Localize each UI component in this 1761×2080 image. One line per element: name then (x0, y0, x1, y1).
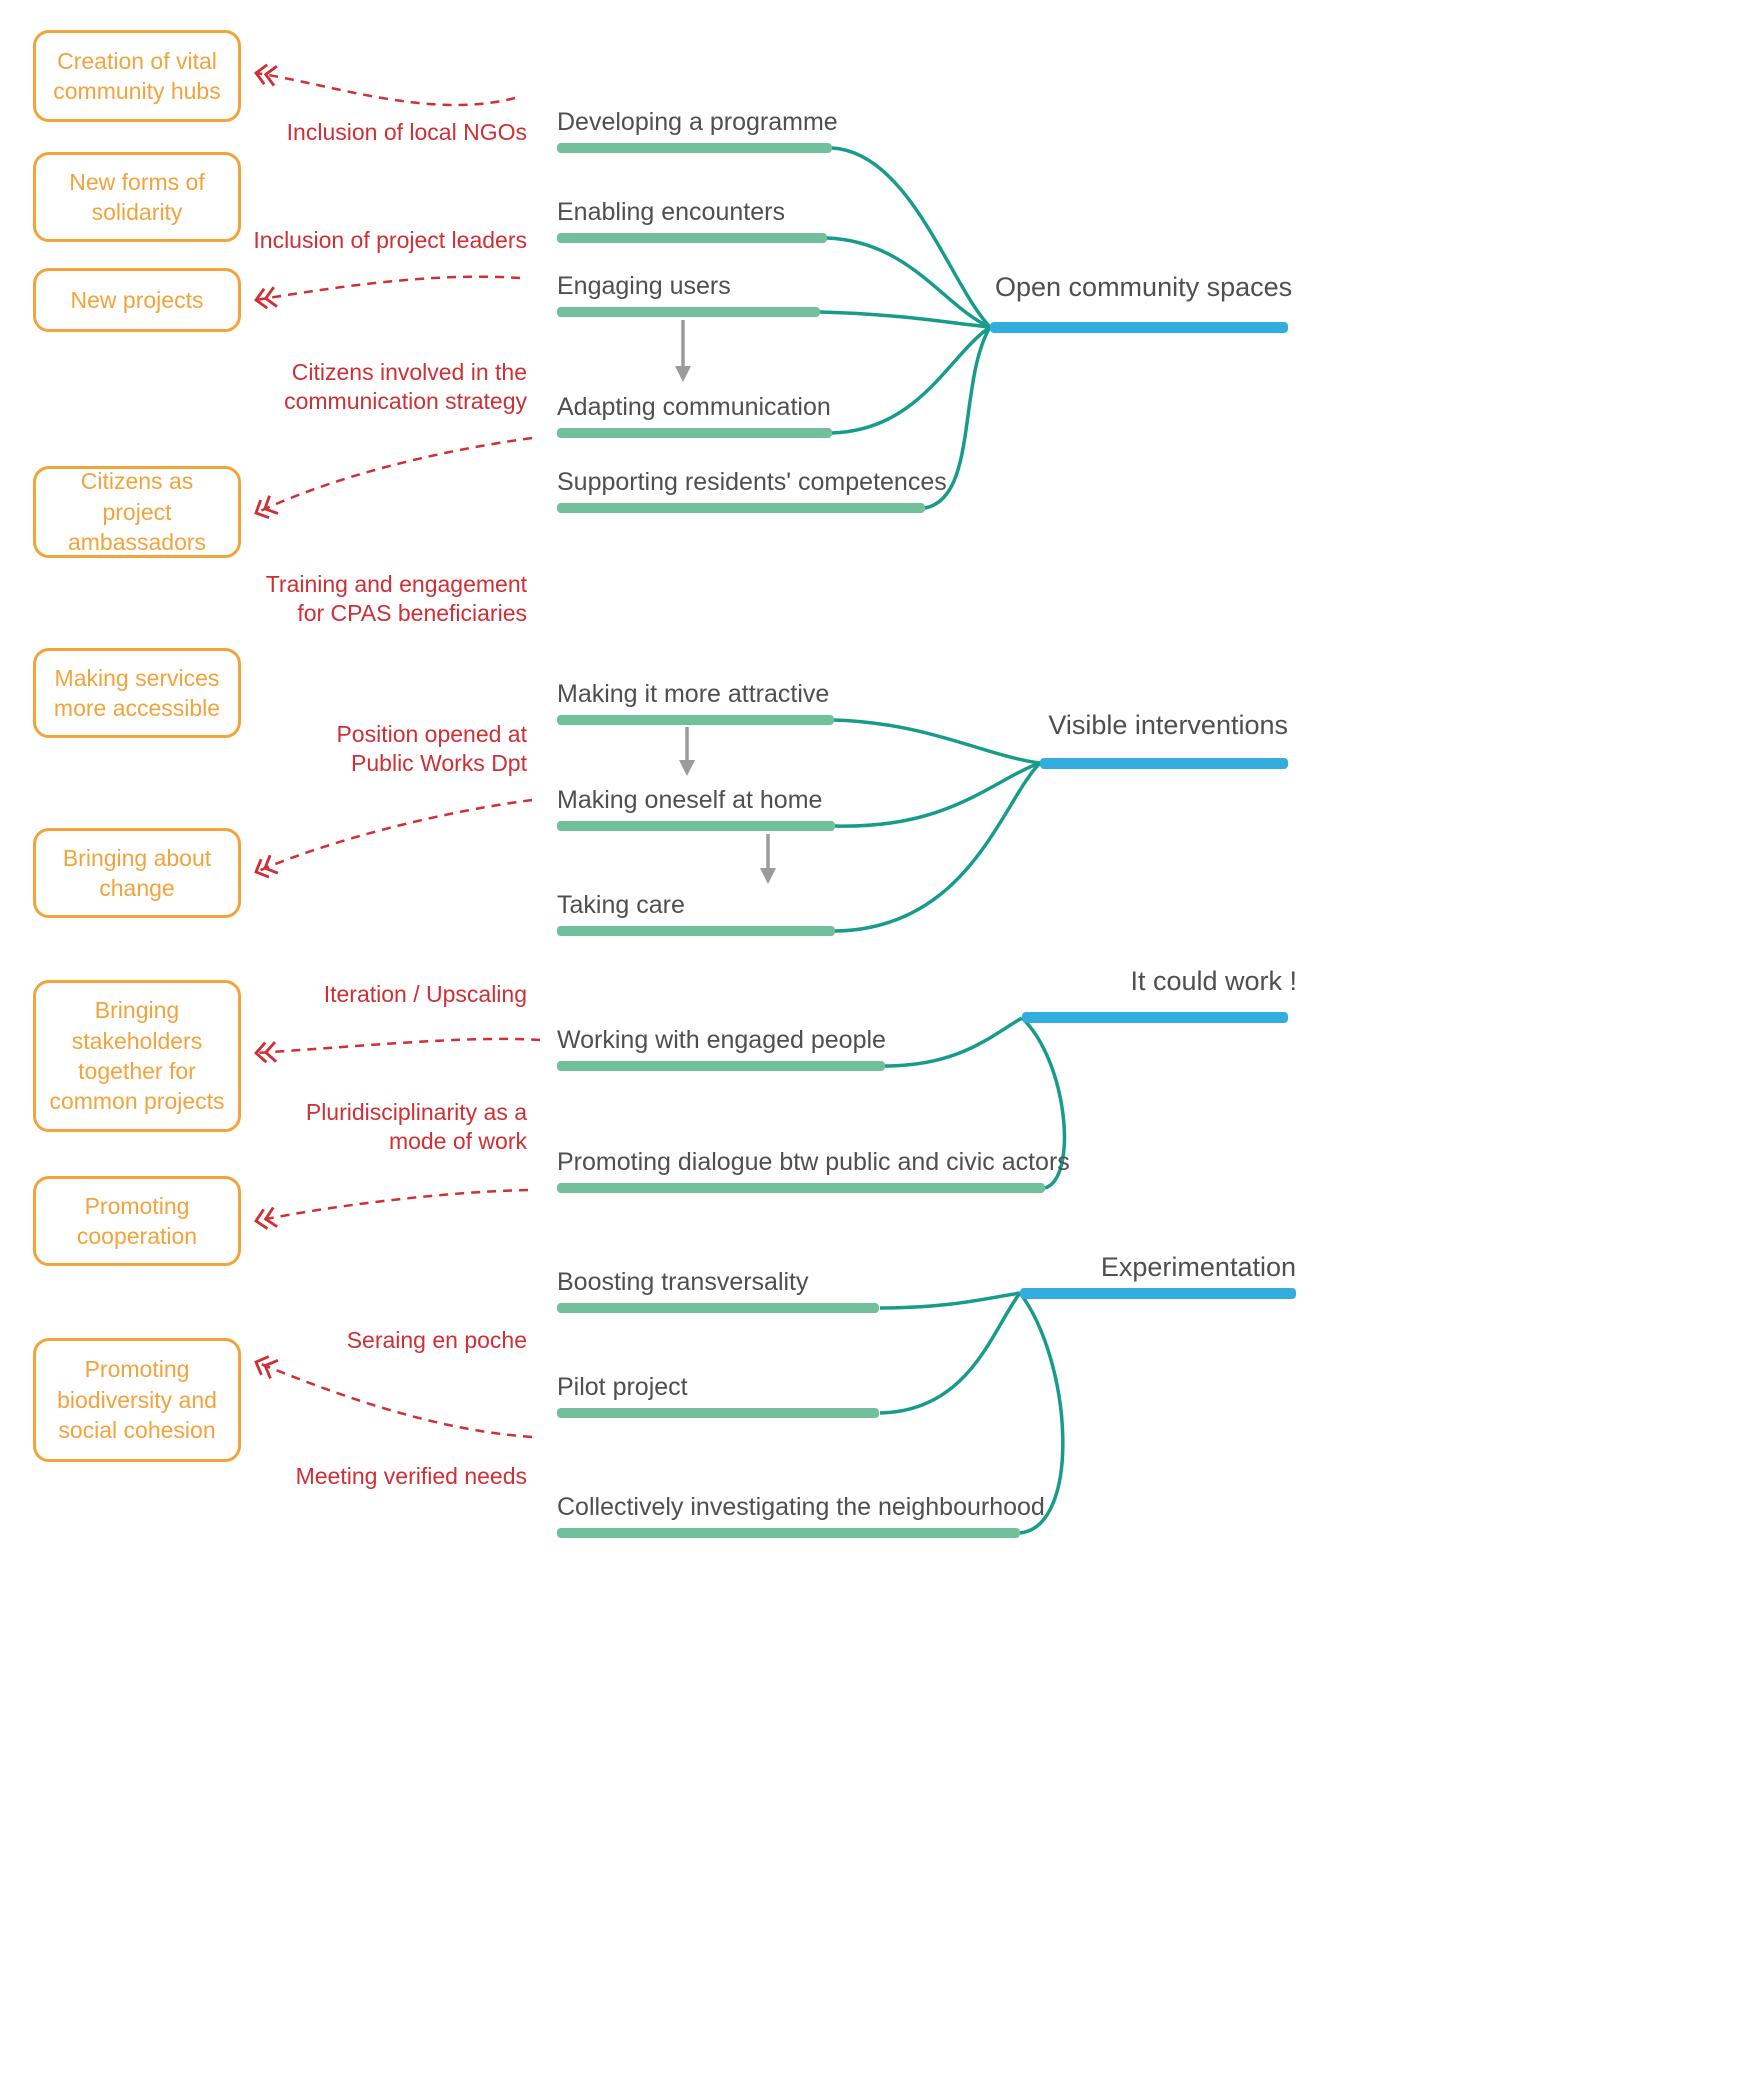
teal-connector (834, 761, 1041, 828)
outcome-box: New forms of solidarity (33, 152, 241, 242)
outcome-box-label: New forms of solidarity (69, 168, 205, 225)
red-dashed-connector (254, 1188, 529, 1230)
outcome-box: Creation of vital community hubs (33, 30, 241, 122)
red-dashed-connector (253, 1037, 541, 1064)
action-item: Enabling encounters (557, 198, 827, 243)
action-item: Collectively investigating the neighbour… (557, 1493, 1045, 1538)
red-dashed-connector (254, 798, 533, 879)
theme-underline (1040, 758, 1288, 769)
theme-title: Visible interventions (1048, 710, 1288, 740)
action-label: Enabling encounters (557, 198, 785, 226)
action-label: Supporting residents' competences (557, 468, 947, 496)
theme-underline (1022, 1012, 1288, 1023)
action-item: Promoting dialogue btw public and civic … (557, 1148, 1070, 1193)
action-label: Making it more attractive (557, 680, 830, 708)
outcome-box-label: Bringing about change (62, 844, 212, 901)
action-label: Making oneself at home (557, 786, 823, 814)
outcome-box: Making services more accessible (33, 648, 241, 738)
action-underline (557, 1061, 885, 1071)
action-label: Promoting dialogue btw public and civic … (557, 1148, 1070, 1176)
action-label: Engaging users (557, 272, 731, 300)
transfer-label: Pluridisciplinarity as a mode of work (305, 1099, 527, 1155)
outcome-box: Bringing stakeholders together for commo… (33, 980, 241, 1132)
action-underline (557, 821, 835, 831)
outcome-box-label: Bringing stakeholders together for commo… (49, 997, 225, 1115)
action-label: Pilot project (557, 1373, 688, 1401)
action-item: Taking care (557, 891, 835, 936)
outcome-box-label: New projects (70, 286, 204, 313)
action-item: Pilot project (557, 1373, 879, 1418)
theme-title: It could work ! (1130, 966, 1297, 996)
teal-connector (834, 761, 1042, 933)
red-dashed-connector (254, 1355, 533, 1439)
action-underline (557, 1183, 1045, 1193)
action-item: Working with engaged people (557, 1026, 886, 1071)
red-dashed-connector (254, 63, 516, 107)
action-item: Making it more attractive (557, 680, 834, 725)
action-label: Taking care (557, 891, 685, 919)
action-item: Adapting communication (557, 393, 832, 438)
transfer-label: Seraing en poche (346, 1327, 527, 1353)
transfer-label: Position opened at Public Works Dpt (336, 721, 527, 777)
red-dashed-connector (254, 436, 533, 520)
teal-connector (879, 1291, 1021, 1310)
outcome-box: New projects (33, 268, 241, 332)
action-label: Boosting transversality (557, 1268, 809, 1296)
outcome-box-label: Promoting biodiversity and social cohesi… (57, 1356, 217, 1444)
transfer-label: Citizens involved in the communication s… (284, 359, 527, 415)
action-item: Making oneself at home (557, 786, 835, 831)
action-item: Engaging users (557, 272, 820, 317)
action-underline (557, 1528, 1020, 1538)
theme-underline (1020, 1288, 1296, 1299)
action-item: Supporting residents' competences (557, 468, 947, 513)
action-label: Collectively investigating the neighbour… (557, 1493, 1045, 1521)
outcome-box: Promoting biodiversity and social cohesi… (33, 1338, 241, 1462)
outcome-box: Bringing about change (33, 828, 241, 918)
action-underline (557, 503, 925, 513)
outcome-box-label: Promoting cooperation (76, 1192, 198, 1249)
teal-connector (831, 325, 991, 435)
transfer-label: Iteration / Upscaling (323, 981, 527, 1007)
transfer-label: Inclusion of local NGOs (286, 119, 527, 145)
teal-connector (826, 236, 991, 329)
teal-connectors (819, 146, 1067, 1535)
action-item: Developing a programme (557, 108, 838, 153)
action-label: Adapting communication (557, 393, 831, 421)
outcome-box: Promoting cooperation (33, 1176, 241, 1266)
teal-connector (831, 146, 992, 329)
action-item: Boosting transversality (557, 1268, 879, 1313)
transfer-label: Meeting verified needs (295, 1463, 527, 1489)
action-underline (557, 1408, 879, 1418)
theme-title: Open community spaces (995, 272, 1293, 302)
outcome-box-label: Making services more accessible (53, 664, 221, 721)
outcome-box: Citizens as project ambassadors (33, 466, 241, 558)
action-label: Developing a programme (557, 108, 838, 136)
action-underline (557, 926, 835, 936)
theme-title: Experimentation (1100, 1252, 1296, 1282)
teal-connector (879, 1291, 1022, 1415)
action-underline (557, 143, 832, 153)
outcome-box-label: Creation of vital community hubs (53, 47, 221, 104)
action-underline (557, 715, 834, 725)
action-underline (557, 233, 827, 243)
action-underline (557, 1303, 879, 1313)
action-label: Working with engaged people (557, 1026, 886, 1054)
teal-connector (884, 1016, 1023, 1068)
action-underline (557, 428, 832, 438)
teal-connector (819, 310, 991, 329)
transfer-label: Inclusion of project leaders (253, 227, 527, 253)
outcome-box-label: Citizens as project ambassadors (67, 468, 207, 556)
red-dashed-connector (254, 275, 521, 310)
action-underline (557, 307, 820, 317)
transfer-label: Training and engagement for CPAS benefic… (265, 571, 527, 627)
theme-underline (990, 322, 1288, 333)
